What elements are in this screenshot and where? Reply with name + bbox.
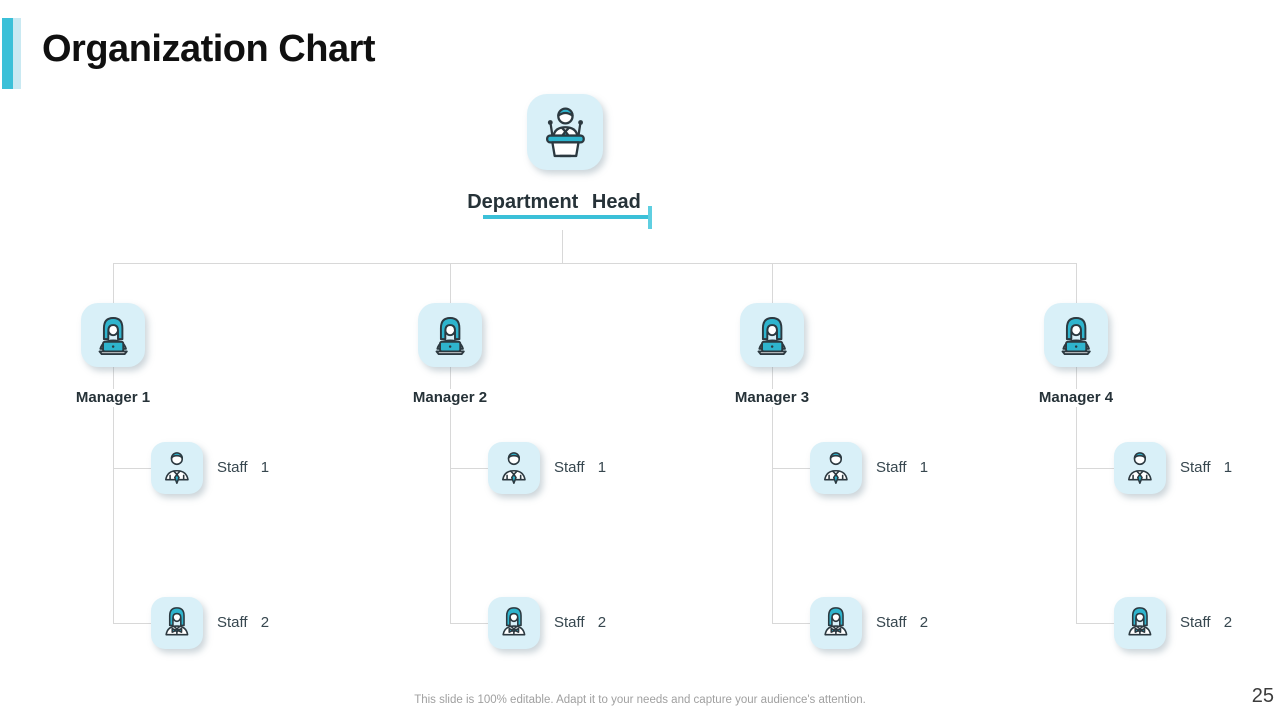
manager-4-node: [1044, 303, 1108, 367]
department-head-node: [527, 94, 603, 170]
footer-note: This slide is 100% editable. Adapt it to…: [414, 694, 866, 706]
top-branch-line: [113, 263, 1076, 264]
woman-laptop-icon: [85, 307, 141, 363]
man-tie-icon: [813, 445, 859, 491]
manager-3-staff-1-label: Staff 1: [876, 459, 929, 476]
woman-laptop-icon: [744, 307, 800, 363]
manager-3-node: [740, 303, 804, 367]
manager-2-staff-1-node: [488, 442, 540, 494]
manager-2-staff-1-label: Staff 1: [554, 459, 607, 476]
man-tie-icon: [154, 445, 200, 491]
manager-1-node: [81, 303, 145, 367]
manager-4-staff-2-branch: [1076, 623, 1114, 624]
woman-scarf-icon: [154, 600, 200, 646]
manager-2-node: [418, 303, 482, 367]
department-head-underline: [483, 215, 651, 219]
manager-3-column-line: [772, 263, 773, 623]
manager-1-staff-2-node: [151, 597, 203, 649]
manager-4-label: Manager 4: [1006, 389, 1146, 407]
podium-speaker-icon: [532, 99, 599, 166]
manager-2-label: Manager 2: [380, 389, 520, 407]
page-title: Organization Chart: [42, 28, 376, 70]
department-head-label: Department Head: [467, 191, 641, 213]
woman-scarf-icon: [813, 600, 859, 646]
manager-2-staff-2-label: Staff 2: [554, 614, 607, 631]
woman-scarf-icon: [491, 600, 537, 646]
woman-scarf-icon: [1117, 600, 1163, 646]
title-accent-bar-light: [13, 18, 21, 89]
title-accent-bar-dark: [2, 18, 13, 89]
man-tie-icon: [491, 445, 537, 491]
woman-laptop-icon: [1048, 307, 1104, 363]
manager-4-staff-2-label: Staff 2: [1180, 614, 1233, 631]
manager-1-staff-1-node: [151, 442, 203, 494]
manager-1-staff-2-branch: [113, 623, 151, 624]
manager-4-staff-1-node: [1114, 442, 1166, 494]
manager-3-staff-2-node: [810, 597, 862, 649]
manager-4-staff-1-label: Staff 1: [1180, 459, 1233, 476]
manager-2-staff-1-branch: [450, 468, 488, 469]
manager-1-staff-2-label: Staff 2: [217, 614, 270, 631]
manager-1-staff-1-branch: [113, 468, 151, 469]
manager-2-column-line: [450, 263, 451, 623]
man-tie-icon: [1117, 445, 1163, 491]
manager-4-staff-2-node: [1114, 597, 1166, 649]
manager-1-column-line: [113, 263, 114, 623]
manager-2-staff-2-branch: [450, 623, 488, 624]
manager-4-column-line: [1076, 263, 1077, 623]
manager-3-staff-2-branch: [772, 623, 810, 624]
manager-3-label: Manager 3: [702, 389, 842, 407]
woman-laptop-icon: [422, 307, 478, 363]
manager-1-staff-1-label: Staff 1: [217, 459, 270, 476]
department-head-underline-tick: [648, 206, 652, 229]
manager-1-label: Manager 1: [43, 389, 183, 407]
manager-4-staff-1-branch: [1076, 468, 1114, 469]
page-number: 25: [1251, 685, 1274, 707]
manager-3-staff-2-label: Staff 2: [876, 614, 929, 631]
manager-3-staff-1-node: [810, 442, 862, 494]
manager-2-staff-2-node: [488, 597, 540, 649]
root-drop-line: [562, 230, 563, 263]
manager-3-staff-1-branch: [772, 468, 810, 469]
